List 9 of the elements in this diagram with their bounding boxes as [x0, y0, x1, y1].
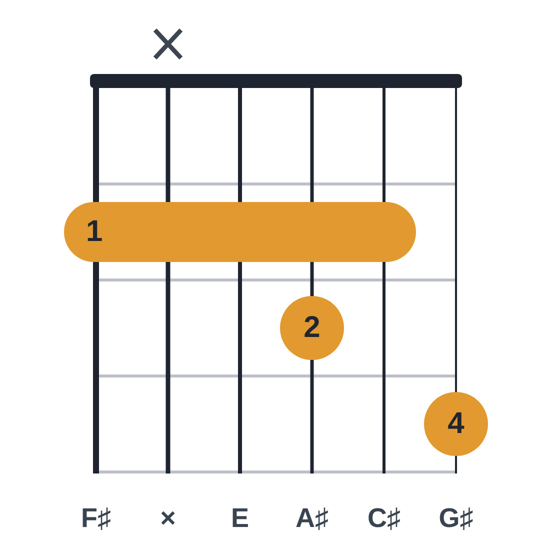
string-note-label: × [160, 505, 176, 532]
string-note-label: E [231, 505, 249, 532]
finger-number: 2 [304, 313, 320, 343]
string-note-label: A♯ [296, 505, 328, 532]
string-note-label: C♯ [368, 505, 400, 532]
string-note-label: G♯ [438, 505, 474, 532]
finger-number: 1 [86, 217, 103, 247]
string-note-label: F♯ [81, 505, 111, 532]
finger-number: 4 [448, 409, 464, 439]
